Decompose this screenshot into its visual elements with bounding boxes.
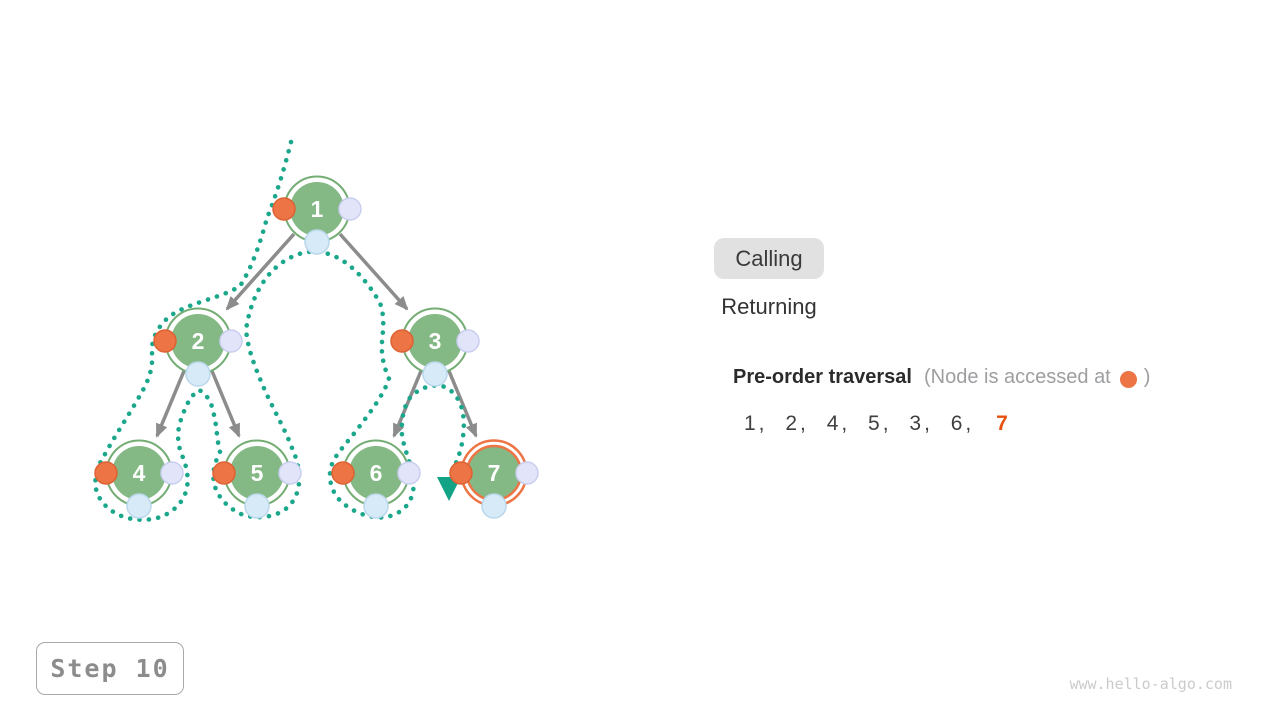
access-dot-orange (390, 329, 414, 353)
node-circle (290, 182, 344, 236)
child-dot-blue (185, 361, 211, 387)
sequence-visited: 1, 2, 4, 5, 3, 6, (744, 412, 975, 435)
traversal-header: Pre-order traversal (Node is accessed at… (733, 366, 1150, 389)
access-dot-orange (94, 461, 118, 485)
node-circle (349, 446, 403, 500)
node-value: 1 (311, 196, 324, 222)
tree-node-4: 4 (94, 439, 184, 519)
child-dot-blue (126, 493, 152, 519)
tree-node-7-current: 7 (449, 439, 539, 519)
node-value: 7 (488, 460, 501, 486)
tree-node-5: 5 (212, 439, 302, 519)
returning-option[interactable]: Returning (721, 293, 817, 319)
access-dot-orange (272, 197, 296, 221)
access-dot-orange (449, 461, 473, 485)
child-dot-blue (304, 229, 330, 255)
tree-node-3: 3 (390, 307, 480, 387)
call-state-legend: Calling Returning (714, 238, 824, 327)
node-value: 3 (429, 328, 442, 354)
return-dot-lavender (515, 461, 539, 485)
edge-2-5 (210, 370, 241, 438)
node-value: 5 (251, 460, 264, 486)
step-indicator: Step 10 (36, 642, 184, 695)
tree-node-1: 1 (272, 175, 362, 255)
node-circle (408, 314, 462, 368)
return-dot-lavender (278, 461, 302, 485)
child-dot-blue (363, 493, 389, 519)
tree-edges (155, 232, 478, 438)
traversal-note: (Node is accessed at (923, 366, 1111, 388)
node-value: 6 (370, 460, 383, 486)
traversal-sequence: 1, 2, 4, 5, 3, 6, 7 (744, 412, 1011, 436)
edge-1-3 (338, 232, 409, 311)
return-dot-lavender (456, 329, 480, 353)
edge-1-2 (225, 232, 296, 311)
traversal-path-dotted (93, 139, 467, 523)
return-dot-lavender (219, 329, 243, 353)
tree-node-2: 2 (153, 307, 243, 387)
node-circle (171, 314, 225, 368)
traversal-title: Pre-order traversal (733, 366, 912, 388)
edge-3-6 (392, 370, 423, 438)
access-dot-orange (212, 461, 236, 485)
return-dot-lavender (338, 197, 362, 221)
return-dot-lavender (160, 461, 184, 485)
site-url: www.hello-algo.com (1069, 675, 1232, 693)
child-dot-blue (244, 493, 270, 519)
return-dot-lavender (397, 461, 421, 485)
child-dot-blue (481, 493, 507, 519)
node-value: 2 (192, 328, 205, 354)
child-dot-blue (422, 361, 448, 387)
node-circle (112, 446, 166, 500)
calling-option[interactable]: Calling (714, 238, 824, 279)
access-dot-orange (153, 329, 177, 353)
tree-node-6: 6 (331, 439, 421, 519)
sequence-current: 7 (996, 412, 1011, 435)
access-legend-dot-icon (1119, 371, 1137, 388)
traversal-note-close: ) (1143, 366, 1151, 388)
node-value: 4 (133, 460, 146, 486)
node-circle (230, 446, 284, 500)
edge-2-4 (155, 370, 186, 438)
edge-3-7 (447, 370, 478, 438)
access-dot-orange (331, 461, 355, 485)
